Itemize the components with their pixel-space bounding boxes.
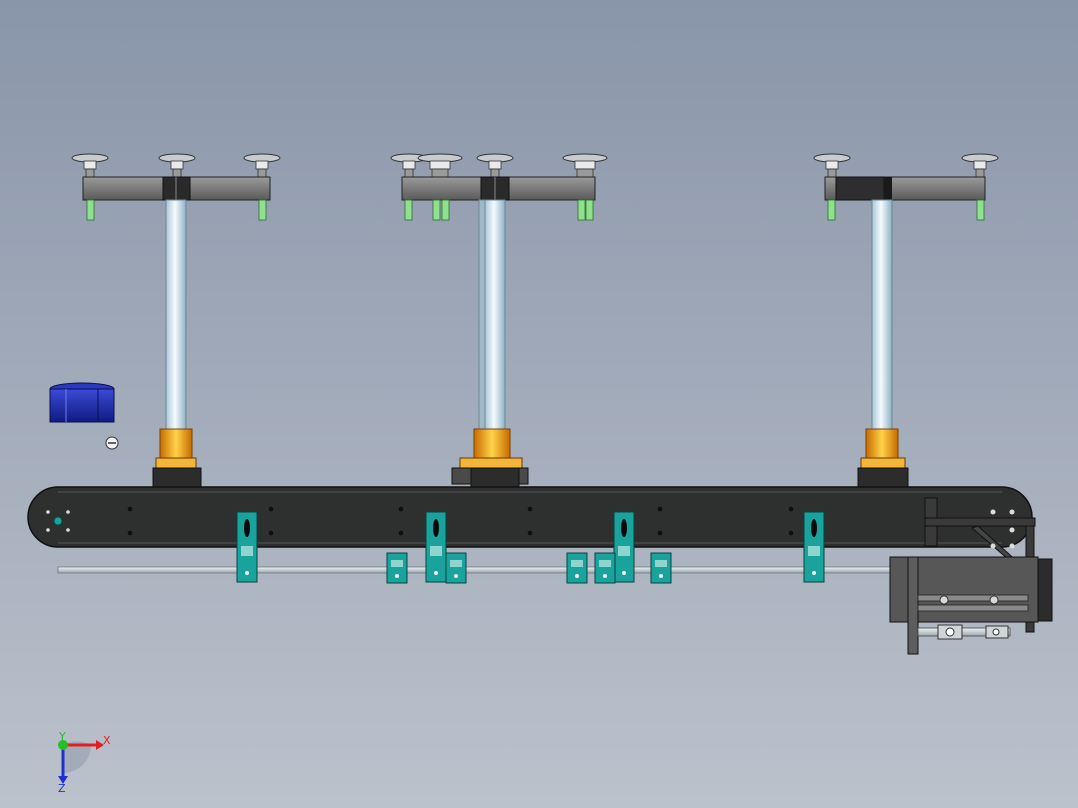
lift-assembly-1[interactable]	[71, 153, 281, 519]
lift-column[interactable]	[484, 199, 506, 431]
clamp-bracket-icon[interactable]	[613, 511, 635, 583]
z-axis-label: Z	[58, 782, 66, 795]
guide-pin	[86, 199, 95, 221]
clamp-bracket-icon[interactable]	[803, 511, 825, 583]
guide-rail[interactable]	[57, 566, 899, 574]
suction-cup-icon[interactable]	[390, 153, 428, 178]
guide-pin	[577, 199, 586, 221]
suction-cup-icon[interactable]	[71, 153, 109, 178]
cylinder-icon[interactable]	[917, 624, 1011, 640]
guide-pin	[827, 199, 836, 221]
lift-column[interactable]	[165, 199, 187, 431]
clamp-bracket-icon[interactable]	[650, 552, 672, 584]
end-pulley[interactable]	[46, 510, 70, 532]
x-axis-label: X	[103, 734, 111, 747]
clamp-bracket-icon[interactable]	[425, 511, 447, 583]
guide-pin	[258, 199, 267, 221]
lift-column[interactable]	[871, 199, 893, 431]
suction-cup-icon[interactable]	[243, 153, 281, 178]
column-collar[interactable]	[473, 428, 511, 460]
suction-cup-icon[interactable]	[158, 153, 196, 178]
clamp-bracket-icon[interactable]	[594, 552, 616, 584]
suction-cup-icon[interactable]	[813, 153, 851, 178]
drive-unit[interactable]	[889, 556, 1053, 655]
clamp-bracket-icon[interactable]	[566, 552, 588, 584]
y-axis-label: Y	[58, 730, 66, 743]
lift-assembly-2[interactable]	[390, 153, 608, 519]
column-collar[interactable]	[159, 428, 193, 460]
clamp-bracket-icon[interactable]	[236, 511, 258, 583]
clamp-bracket-icon[interactable]	[386, 552, 408, 584]
guide-pin	[976, 199, 985, 221]
drive-motor-icon[interactable]	[49, 382, 115, 423]
clamp-bracket-icon[interactable]	[445, 552, 467, 584]
column-collar[interactable]	[865, 428, 899, 460]
suction-cup-icon[interactable]	[476, 153, 514, 178]
guide-pin	[404, 199, 413, 221]
lift-assembly-3[interactable]	[813, 153, 999, 519]
guide-pin	[441, 199, 450, 221]
axis-triad-icon: X Y Z	[58, 730, 111, 795]
suction-cup-icon[interactable]	[417, 153, 463, 178]
suction-cup-icon[interactable]	[562, 153, 608, 178]
guide-pin	[432, 199, 441, 221]
zoom-out-icon[interactable]	[105, 436, 119, 450]
suction-cup-icon[interactable]	[961, 153, 999, 178]
guide-pin	[585, 199, 594, 221]
conveyor-belt-icon[interactable]	[27, 486, 1033, 548]
